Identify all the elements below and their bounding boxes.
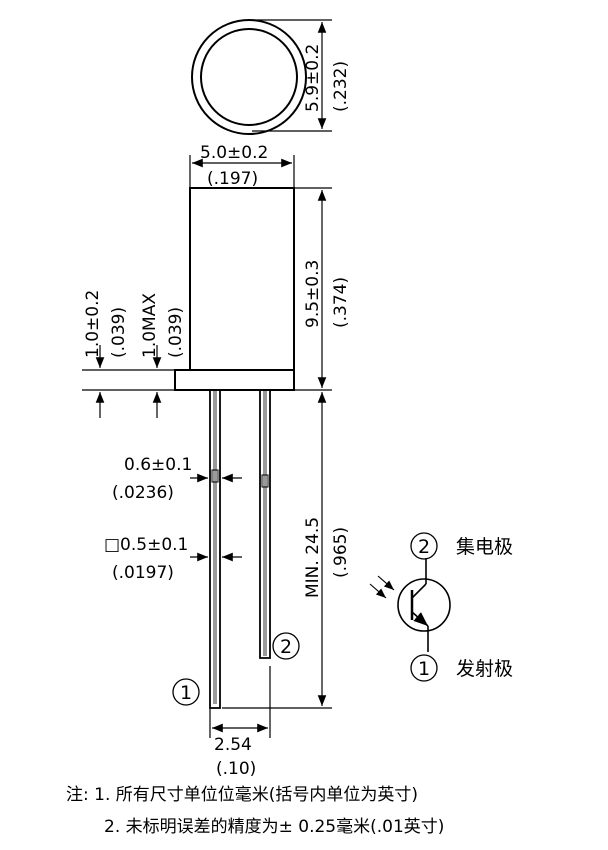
note-line-2: 2. 未标明误差的精度为± 0.25毫米(.01英寸) xyxy=(104,817,444,837)
body-width-in: (.197) xyxy=(207,169,258,189)
lead-width-mm: 0.6±0.1 xyxy=(124,455,192,475)
body xyxy=(189,187,295,371)
light-arrow-1 xyxy=(369,583,387,599)
top-dia-mm: 5.9±0.2 xyxy=(303,44,323,112)
flange-max-mm: 1.0MAX xyxy=(140,293,160,358)
lead-length-dimension xyxy=(222,392,332,709)
lead-length-mm: MIN. 24.5 xyxy=(303,517,323,598)
lead-width-in: (.0236) xyxy=(112,483,174,503)
symbol-circle xyxy=(397,578,451,632)
top-view xyxy=(191,19,307,135)
body-width-dimension xyxy=(189,155,295,188)
side-view xyxy=(174,187,295,391)
pitch-dimension xyxy=(209,666,271,738)
lead-width-dimension xyxy=(190,473,242,562)
top-dia-in: (.232) xyxy=(331,61,351,112)
flange-mm: 1.0±0.2 xyxy=(83,290,103,358)
pin-2-marker: 2 xyxy=(272,632,300,660)
flange-max-in: (.039) xyxy=(166,307,186,358)
phototransistor-symbol xyxy=(369,558,451,652)
pin-2-label-group: 2 集电极 xyxy=(410,532,513,560)
leads xyxy=(209,389,271,709)
body-height-mm: 9.5±0.3 xyxy=(303,260,323,328)
flange-dimension xyxy=(82,345,175,418)
pin-2-number: 2 xyxy=(280,636,292,658)
collector-label: 集电极 xyxy=(456,536,513,558)
flange-in: (.039) xyxy=(109,307,129,358)
light-arrow-2 xyxy=(377,575,395,591)
note-line-1: 注: 1. 所有尺寸单位位毫米(括号内单位为英寸) xyxy=(66,785,418,805)
symbol-pin-2-number: 2 xyxy=(418,536,430,558)
lead-1 xyxy=(209,389,221,709)
lead-2 xyxy=(259,390,271,659)
lead-sq-in: (.0197) xyxy=(112,563,174,583)
lead-length-in: (.965) xyxy=(331,527,351,578)
body-height-in: (.374) xyxy=(331,277,351,328)
emitter-label: 发射极 xyxy=(456,658,513,680)
symbol-pin-1-number: 1 xyxy=(418,658,430,680)
symbol-emitter-line xyxy=(411,611,429,627)
pitch-mm: 2.54 xyxy=(214,735,252,755)
top-dia-dimension xyxy=(252,19,332,132)
lead-sq-mm: □0.5±0.1 xyxy=(104,535,188,555)
symbol-collector-line xyxy=(411,583,427,599)
pin-1-label-group: 1 发射极 xyxy=(410,654,513,682)
top-view-outer-circle xyxy=(191,19,307,135)
pin-1-marker: 1 xyxy=(172,678,200,706)
pitch-in: (.10) xyxy=(216,759,256,779)
body-width-mm: 5.0±0.2 xyxy=(200,143,268,163)
top-view-inner-circle xyxy=(200,28,298,126)
flange xyxy=(174,369,295,391)
body-height-dimension xyxy=(294,187,332,391)
pin-1-number: 1 xyxy=(180,682,192,704)
